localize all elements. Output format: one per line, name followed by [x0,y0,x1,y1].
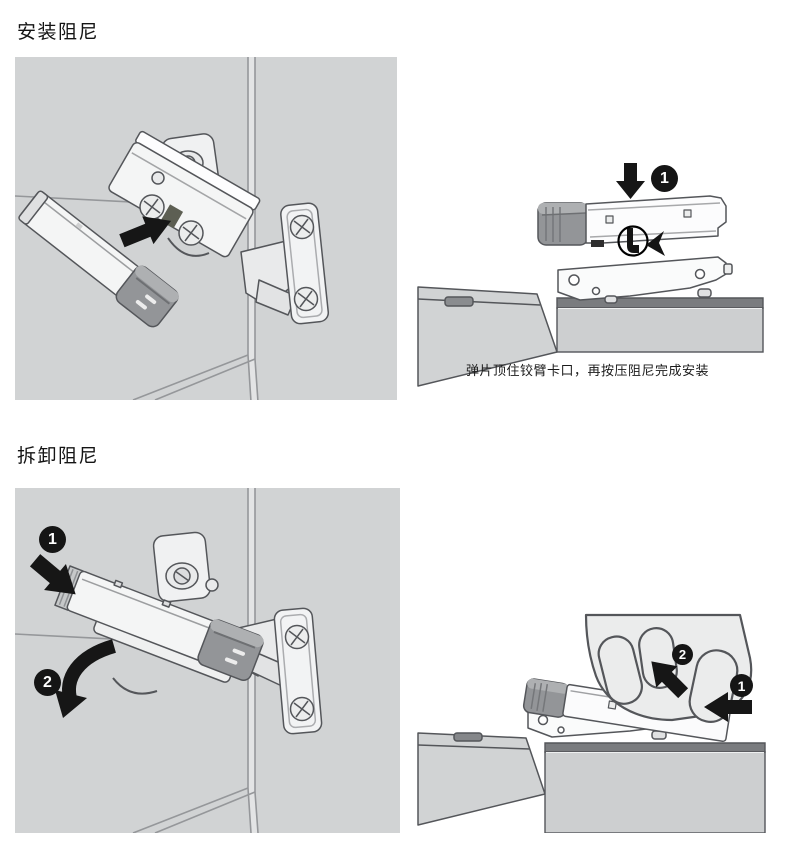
remove-section-title: 拆卸阻尼 [17,446,100,467]
install-caption: 弹片顶住铰臂卡口，再按压阻尼完成安装 [465,363,709,378]
board-illustration [556,297,764,353]
hinge-illustration [108,130,330,325]
damper-cap [537,202,589,246]
remove-step-illustration [400,488,775,833]
spring-clip-icon [627,228,639,253]
cabinet-illustration [15,57,259,400]
remove-cabinet-illustration [15,488,400,833]
damper-illustration [18,190,179,328]
install-cabinet-illustration [15,57,397,400]
insert-arrow-icon [119,216,172,248]
detail-circle [617,225,649,257]
damper-illustration [54,565,264,681]
push-arrow-icon [29,554,76,595]
install-section-title: 安装阻尼 [17,22,100,43]
press-down-arrow-icon [616,163,645,199]
damper-cap [115,265,179,328]
install-step-panel [400,57,775,400]
step-1-badge: 1 [39,526,66,553]
step-2-badge: 2 [672,644,693,665]
lift-arrow-icon [651,661,689,699]
install-step-illustration [400,57,775,400]
push-left-arrow-icon [704,692,752,722]
step-2-badge: 2 [34,669,61,696]
step-1-badge: 1 [730,674,753,697]
hinge-arm [557,256,733,304]
install-context-panel [15,57,397,400]
step-1-badge: 1 [651,165,678,192]
clip-pointer-arrow-icon [646,231,665,256]
remove-step-panel [400,488,775,833]
rotate-arrow-icon [55,639,117,718]
damper-cap [197,619,264,681]
remove-context-panel [15,488,400,833]
board-illustration [544,742,766,833]
